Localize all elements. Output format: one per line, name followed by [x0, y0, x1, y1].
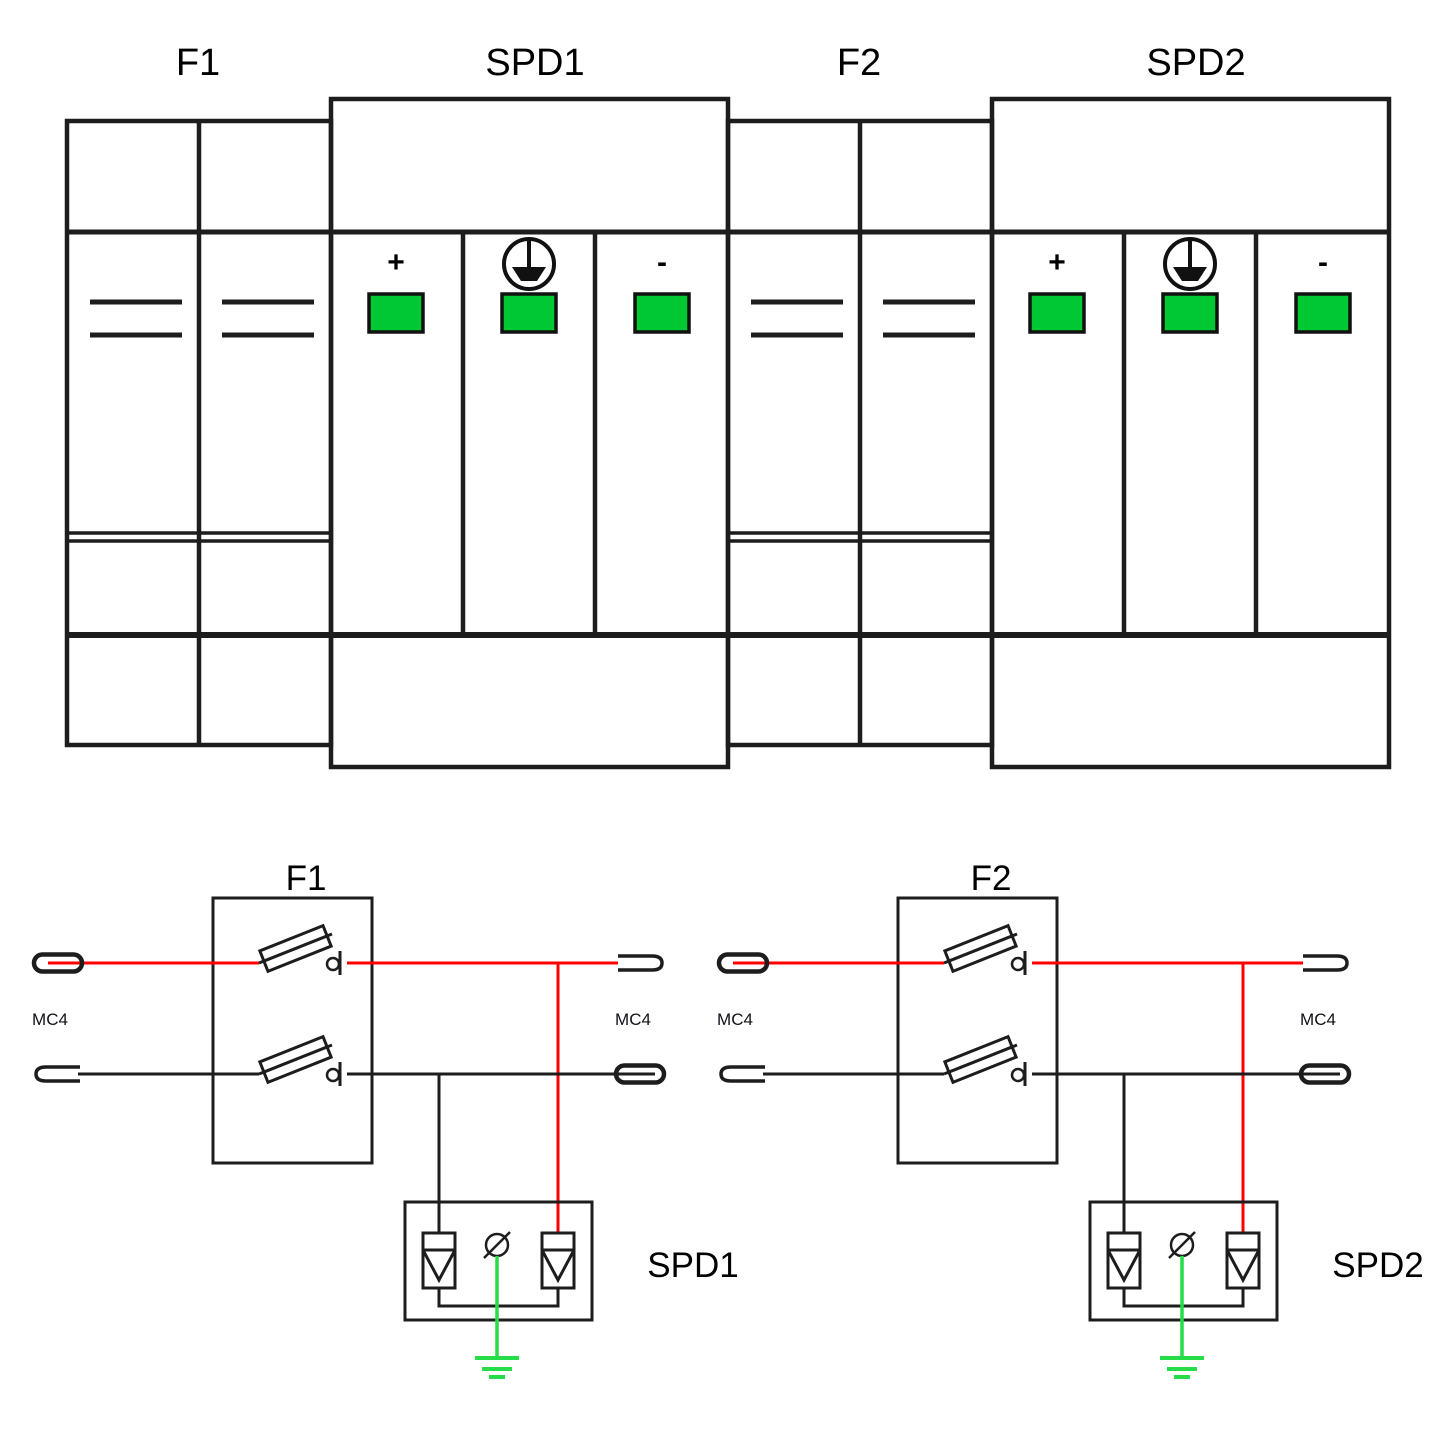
panel-spd2-label: SPD2 — [1146, 42, 1245, 84]
mc4-label-left: MC4 — [32, 1010, 68, 1029]
mc4-connector-right-positive — [616, 954, 664, 972]
panel-spd1-label: SPD1 — [485, 42, 584, 84]
panel-view: F1 SPD1 F2 SPD2 + - — [64, 42, 1392, 770]
f2-schematic-box — [896, 896, 1059, 1165]
spd2-plus-symbol: + — [1048, 246, 1066, 279]
schematic-view: F1 MC4 MC4 — [32, 859, 1424, 1379]
schematic-f1-label: F1 — [286, 859, 327, 898]
spd1-module: + - — [367, 232, 691, 635]
schematic-f2-label: F2 — [971, 859, 1012, 898]
spd1-plus-symbol: + — [387, 246, 405, 279]
mc4-label-right: MC4 — [1300, 1010, 1336, 1029]
spd1-earth-icon — [502, 237, 556, 291]
mc4-connector-left-negative — [34, 1065, 82, 1083]
spd1-indicator-window-earth — [500, 292, 558, 334]
mc4-connector-left-negative — [719, 1065, 767, 1083]
spd2-indicator-window-negative — [1294, 292, 1352, 334]
mc4-connector-right-positive — [1301, 954, 1349, 972]
spd2-indicator-window-positive — [1028, 292, 1086, 334]
f1-schematic-box — [211, 896, 374, 1165]
spd1-minus-symbol: - — [657, 246, 667, 279]
schematic-circuit-1: F1 MC4 MC4 — [32, 859, 739, 1379]
spd1-arrester-positive — [540, 1231, 576, 1290]
schematic-spd2-label: SPD2 — [1332, 1246, 1423, 1285]
panel-fuse-f1-label: F1 — [176, 42, 220, 84]
panel-fuse-f2-label: F2 — [837, 42, 881, 84]
fuse-holder-f1 — [67, 121, 331, 745]
fuse-holder-f2 — [728, 121, 992, 745]
spd1-indicator-window-negative — [633, 292, 691, 334]
spd2-module: + - — [1028, 232, 1352, 635]
spd1-disconnector-icon — [482, 1230, 512, 1260]
spd1-body — [328, 96, 731, 770]
mc4-label-left: MC4 — [717, 1010, 753, 1029]
spd2-indicator-window-earth — [1161, 292, 1219, 334]
spd2-disconnector-icon — [1167, 1230, 1197, 1260]
spd2-arrester-negative — [1106, 1231, 1142, 1290]
f2-fuse-negative — [942, 1035, 1027, 1088]
spd2-arrester-positive — [1225, 1231, 1261, 1290]
spd2-minus-symbol: - — [1318, 246, 1328, 279]
spd1-ground-icon — [473, 1356, 521, 1379]
f1-fuse-negative — [257, 1035, 342, 1088]
spd1-indicator-window-positive — [367, 292, 425, 334]
spd2-ground-icon — [1158, 1356, 1206, 1379]
spd2-earth-icon — [1163, 237, 1217, 291]
spd1-arrester-negative — [421, 1231, 457, 1290]
spd2-body — [989, 96, 1392, 770]
mc4-label-right: MC4 — [615, 1010, 651, 1029]
schematic-spd1-label: SPD1 — [647, 1246, 738, 1285]
f2-fuse-positive — [942, 924, 1027, 977]
schematic-circuit-2: F2 MC4 MC4 — [717, 859, 1424, 1379]
f1-fuse-positive — [257, 924, 342, 977]
